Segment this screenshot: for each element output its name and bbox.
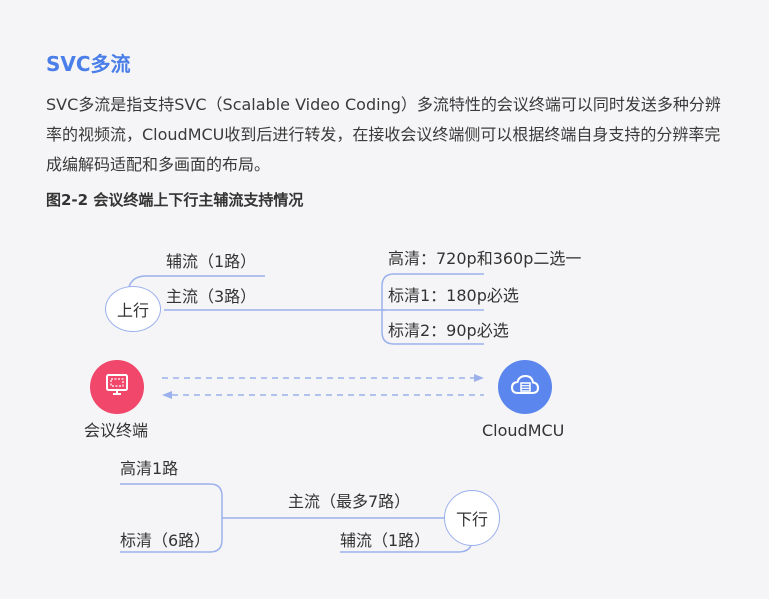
downlink-hd-label: 高清1路 (120, 459, 179, 478)
downlink-aux-label: 辅流（1路） (340, 531, 431, 550)
downlink-node: 下行 (444, 490, 500, 546)
uplink-resolution-sd1: 标清1：180p必选 (388, 286, 519, 305)
uplink-resolution-bracket (381, 273, 484, 345)
uplink-resolution-sd2: 标清2：90p必选 (388, 321, 509, 340)
mcu-label: CloudMCU (482, 421, 565, 440)
uplink-node-label: 上行 (116, 301, 149, 320)
monitor-icon (104, 373, 130, 401)
uplink-aux-label: 辅流（1路） (166, 252, 257, 271)
section-paragraph: SVC多流是指支持SVC（Scalable Video Coding）多流特性的… (46, 95, 721, 174)
section-title: SVC多流 (46, 52, 131, 76)
terminal-label: 会议终端 (84, 421, 149, 440)
downlink-main-label: 主流（最多7路） (288, 492, 411, 511)
downlink-sd-label: 标清（6路） (120, 531, 211, 550)
mcu-icon-circle (498, 360, 552, 414)
arrow-to-mcu-head (474, 374, 484, 382)
uplink-main-label: 主流（3路） (166, 287, 257, 306)
terminal-icon-circle (90, 360, 144, 414)
uplink-resolution-hd: 高清：720p和360p二选一 (388, 249, 582, 268)
cloud-server-icon (510, 373, 540, 401)
figure-caption: 图2-2 会议终端上下行主辅流支持情况 (46, 191, 304, 209)
uplink-node: 上行 (105, 286, 161, 332)
arrow-to-terminal-head (162, 391, 172, 399)
downlink-node-label: 下行 (455, 510, 488, 529)
